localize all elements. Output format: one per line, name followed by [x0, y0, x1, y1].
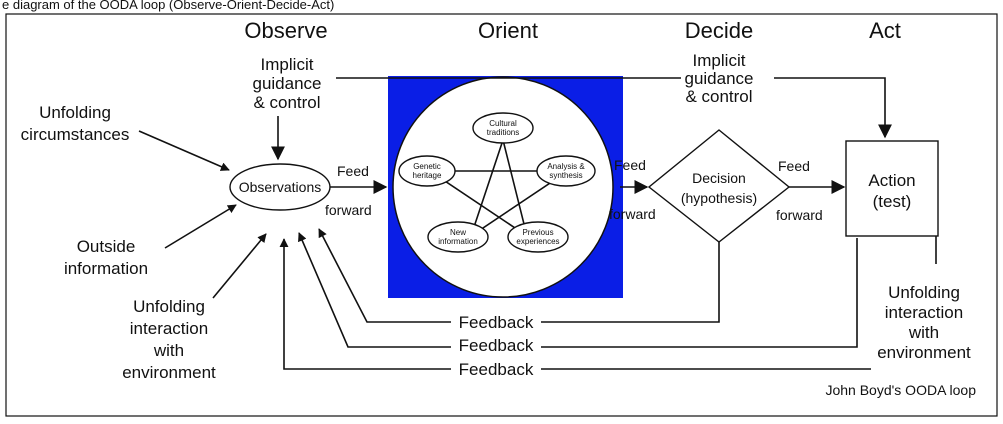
decide-implicit-l3: & control [685, 87, 752, 106]
arrow-implicit-guidance-top-b [774, 77, 892, 139]
feed-forward-1-l1: Feed [337, 163, 369, 179]
feedback-path-action-b [298, 232, 451, 348]
feed-forward-3-l1: Feed [778, 158, 810, 174]
credit-label: John Boyd's OODA loop [825, 382, 976, 398]
node-genetic-l1: Genetic [413, 162, 441, 171]
feedback-label-3: Feedback [459, 360, 534, 379]
header-observe: Observe [244, 18, 327, 43]
act-interaction-l3: with [908, 323, 939, 342]
orient-node-new-information [427, 221, 489, 253]
header-decide: Decide [685, 18, 753, 43]
header-orient: Orient [478, 18, 538, 43]
outside-information-l1: Outside [77, 237, 136, 256]
node-cultural-l2: traditions [487, 128, 519, 137]
node-previous-l1: Previous [522, 228, 553, 237]
feedback-path-decision [541, 242, 720, 323]
feed-forward-3-l2: forward [776, 207, 823, 223]
arrow-circumstances [138, 130, 230, 171]
feed-forward-1-l2: forward [325, 202, 372, 218]
orient-node-previous [507, 221, 569, 253]
orient-pentagram [427, 137, 571, 238]
observe-interaction-l4: environment [122, 363, 216, 382]
node-cultural-l1: Cultural [489, 119, 517, 128]
header-act: Act [869, 18, 901, 43]
feedback-label-1: Feedback [459, 313, 534, 332]
action-node [845, 140, 939, 237]
action-label-l2: (test) [873, 192, 912, 211]
decision-node [647, 129, 791, 243]
decision-label-l1: Decision [692, 170, 746, 186]
observe-implicit-l2: guidance [252, 74, 321, 93]
decide-implicit-l1: Implicit [693, 51, 746, 70]
observations-label: Observations [239, 179, 321, 195]
feedback-path-action [541, 238, 858, 348]
node-genetic-l2: heritage [413, 171, 442, 180]
orient-node-genetic [398, 155, 456, 187]
decide-implicit-l2: guidance [684, 69, 753, 88]
orient-node-cultural [472, 112, 534, 144]
outside-information-l2: information [64, 259, 148, 278]
action-label-l1: Action [868, 171, 915, 190]
node-new-l2: information [438, 237, 478, 246]
feedback-path-environment-c [279, 238, 451, 370]
feedback-path-decision-b [318, 228, 451, 323]
node-analysis-l1: Analysis & [547, 162, 585, 171]
feedback-label-2: Feedback [459, 336, 534, 355]
arrow-interaction-in [212, 233, 267, 299]
top-caption: e diagram of the OODA loop (Observe-Orie… [2, 0, 334, 12]
outer-frame [5, 13, 998, 417]
observe-interaction-l2: interaction [130, 319, 208, 338]
orient-circle [392, 76, 614, 298]
node-analysis-l2: synthesis [549, 171, 582, 180]
act-interaction-l2: interaction [885, 303, 963, 322]
observe-interaction-l1: Unfolding [133, 297, 205, 316]
feed-forward-2-l1: Feed [614, 157, 646, 173]
node-new-l1: New [450, 228, 466, 237]
unfolding-circumstances-l1: Unfolding [39, 103, 111, 122]
act-interaction-l4: environment [877, 343, 971, 362]
feed-forward-2-l2: forward [609, 206, 656, 222]
unfolding-circumstances-l2: circumstances [21, 125, 130, 144]
decision-label-l2: (hypothesis) [681, 190, 757, 206]
node-previous-l2: experiences [516, 237, 559, 246]
act-interaction-l1: Unfolding [888, 283, 960, 302]
observe-interaction-l3: with [153, 341, 184, 360]
arrow-outside-information [164, 204, 237, 249]
observe-implicit-l1: Implicit [261, 55, 314, 74]
orient-node-analysis [536, 155, 596, 187]
observe-implicit-l3: & control [253, 93, 320, 112]
